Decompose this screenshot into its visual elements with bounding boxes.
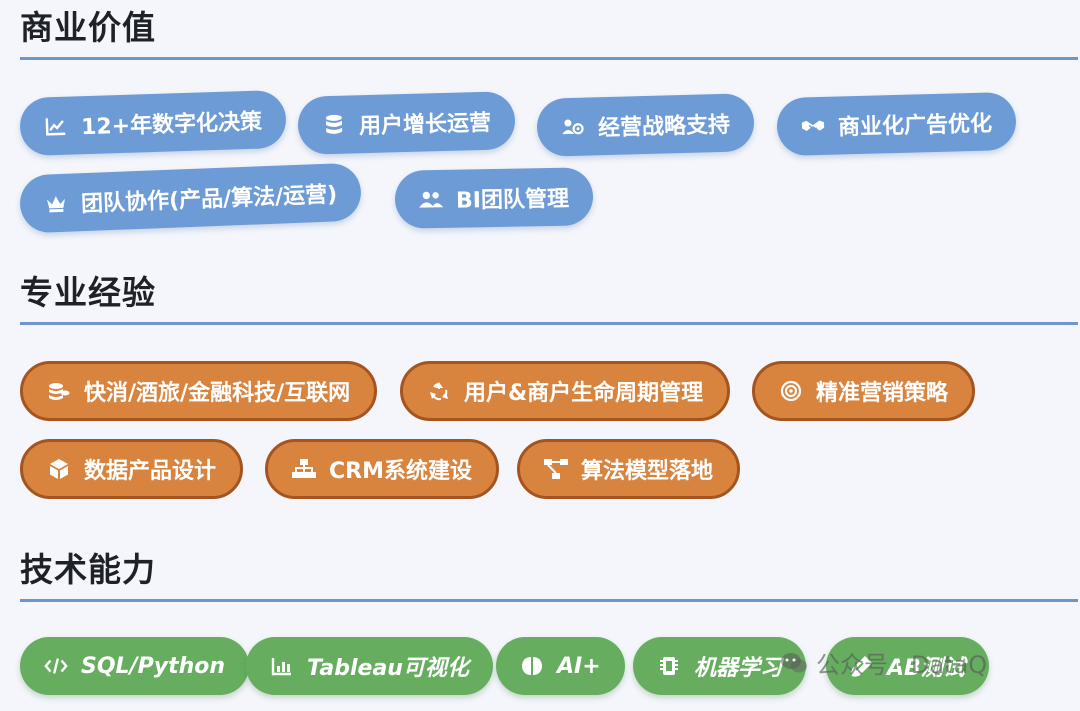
tag-label: CRM系统建设 <box>329 459 472 484</box>
tag-label: 精准营销策略 <box>816 381 949 406</box>
code-icon <box>44 654 68 678</box>
tag-lifecycle-management[interactable]: 用户&商户生命周期管理 <box>400 361 731 421</box>
tag-algorithm-deployment[interactable]: 算法模型落地 <box>517 439 741 499</box>
tag-label: 快消/酒旅/金融科技/互联网 <box>84 381 351 406</box>
users-icon <box>419 187 444 211</box>
flask-icon <box>850 654 874 678</box>
coins-icon <box>47 379 71 403</box>
tag-label: 团队协作(产品/算法/运营) <box>80 182 338 218</box>
tag-label: 算法模型落地 <box>581 459 714 484</box>
tag-label: 机器学习 <box>694 656 783 681</box>
tag-label: 12+年数字化决策 <box>80 109 263 141</box>
tag-user-growth[interactable]: 用户增长运营 <box>297 91 516 155</box>
tag-label: 经营战略支持 <box>597 112 731 142</box>
tag-ai-plus[interactable]: AI+ <box>496 637 625 695</box>
sitemap-icon <box>292 457 316 481</box>
tag-digital-decision[interactable]: 12+年数字化决策 <box>19 89 287 157</box>
section-divider <box>20 599 1078 602</box>
tag-label: BI团队管理 <box>455 186 570 214</box>
tag-ab-testing[interactable]: AB测试 <box>826 637 989 695</box>
tag-precision-marketing[interactable]: 精准营销策略 <box>752 361 976 421</box>
tag-tableau[interactable]: Tableau可视化 <box>246 637 493 695</box>
tag-team-collaboration[interactable]: 团队协作(产品/算法/运营) <box>19 162 363 234</box>
bullseye-icon <box>779 379 803 403</box>
section-business-value: 商业价值 <box>20 8 1078 60</box>
tag-machine-learning[interactable]: 机器学习 <box>633 637 807 695</box>
tag-data-product-design[interactable]: 数据产品设计 <box>20 439 244 499</box>
tag-sql-python[interactable]: SQL/Python <box>20 637 250 695</box>
tag-label: Tableau可视化 <box>307 656 469 681</box>
bar-chart-icon <box>270 654 294 678</box>
tag-strategy-support[interactable]: 经营战略支持 <box>536 93 755 157</box>
tag-crm-system[interactable]: CRM系统建设 <box>265 439 499 499</box>
section-divider <box>20 57 1078 60</box>
tag-label: AI+ <box>557 653 601 679</box>
tag-label: 商业化广告优化 <box>837 111 993 141</box>
tag-label: 用户&商户生命周期管理 <box>464 381 704 406</box>
tag-label: 数据产品设计 <box>84 459 217 484</box>
handshake-icon <box>801 114 826 139</box>
crown-icon <box>44 191 69 216</box>
cube-icon <box>47 457 71 481</box>
database-icon <box>322 113 347 138</box>
section-title: 专业经验 <box>20 273 156 312</box>
tag-ads-optimization[interactable]: 商业化广告优化 <box>776 91 1017 157</box>
section-technical-skills: 技术能力 <box>20 550 1078 602</box>
section-title: 技术能力 <box>20 550 156 589</box>
tag-label: 用户增长运营 <box>358 110 492 140</box>
microchip-icon <box>657 654 681 678</box>
section-divider <box>20 322 1078 325</box>
tag-bi-team-management[interactable]: BI团队管理 <box>394 167 594 229</box>
section-professional-experience: 专业经验 <box>20 273 1078 325</box>
brain-icon <box>520 654 544 678</box>
tag-industries[interactable]: 快消/酒旅/金融科技/互联网 <box>20 361 378 421</box>
recycle-icon <box>427 379 451 403</box>
users-gear-icon <box>561 115 586 140</box>
tag-label: SQL/Python <box>81 653 226 679</box>
line-chart-icon <box>44 114 69 139</box>
project-diagram-icon <box>544 457 568 481</box>
tag-label: AB测试 <box>887 656 965 681</box>
section-title: 商业价值 <box>20 8 156 47</box>
